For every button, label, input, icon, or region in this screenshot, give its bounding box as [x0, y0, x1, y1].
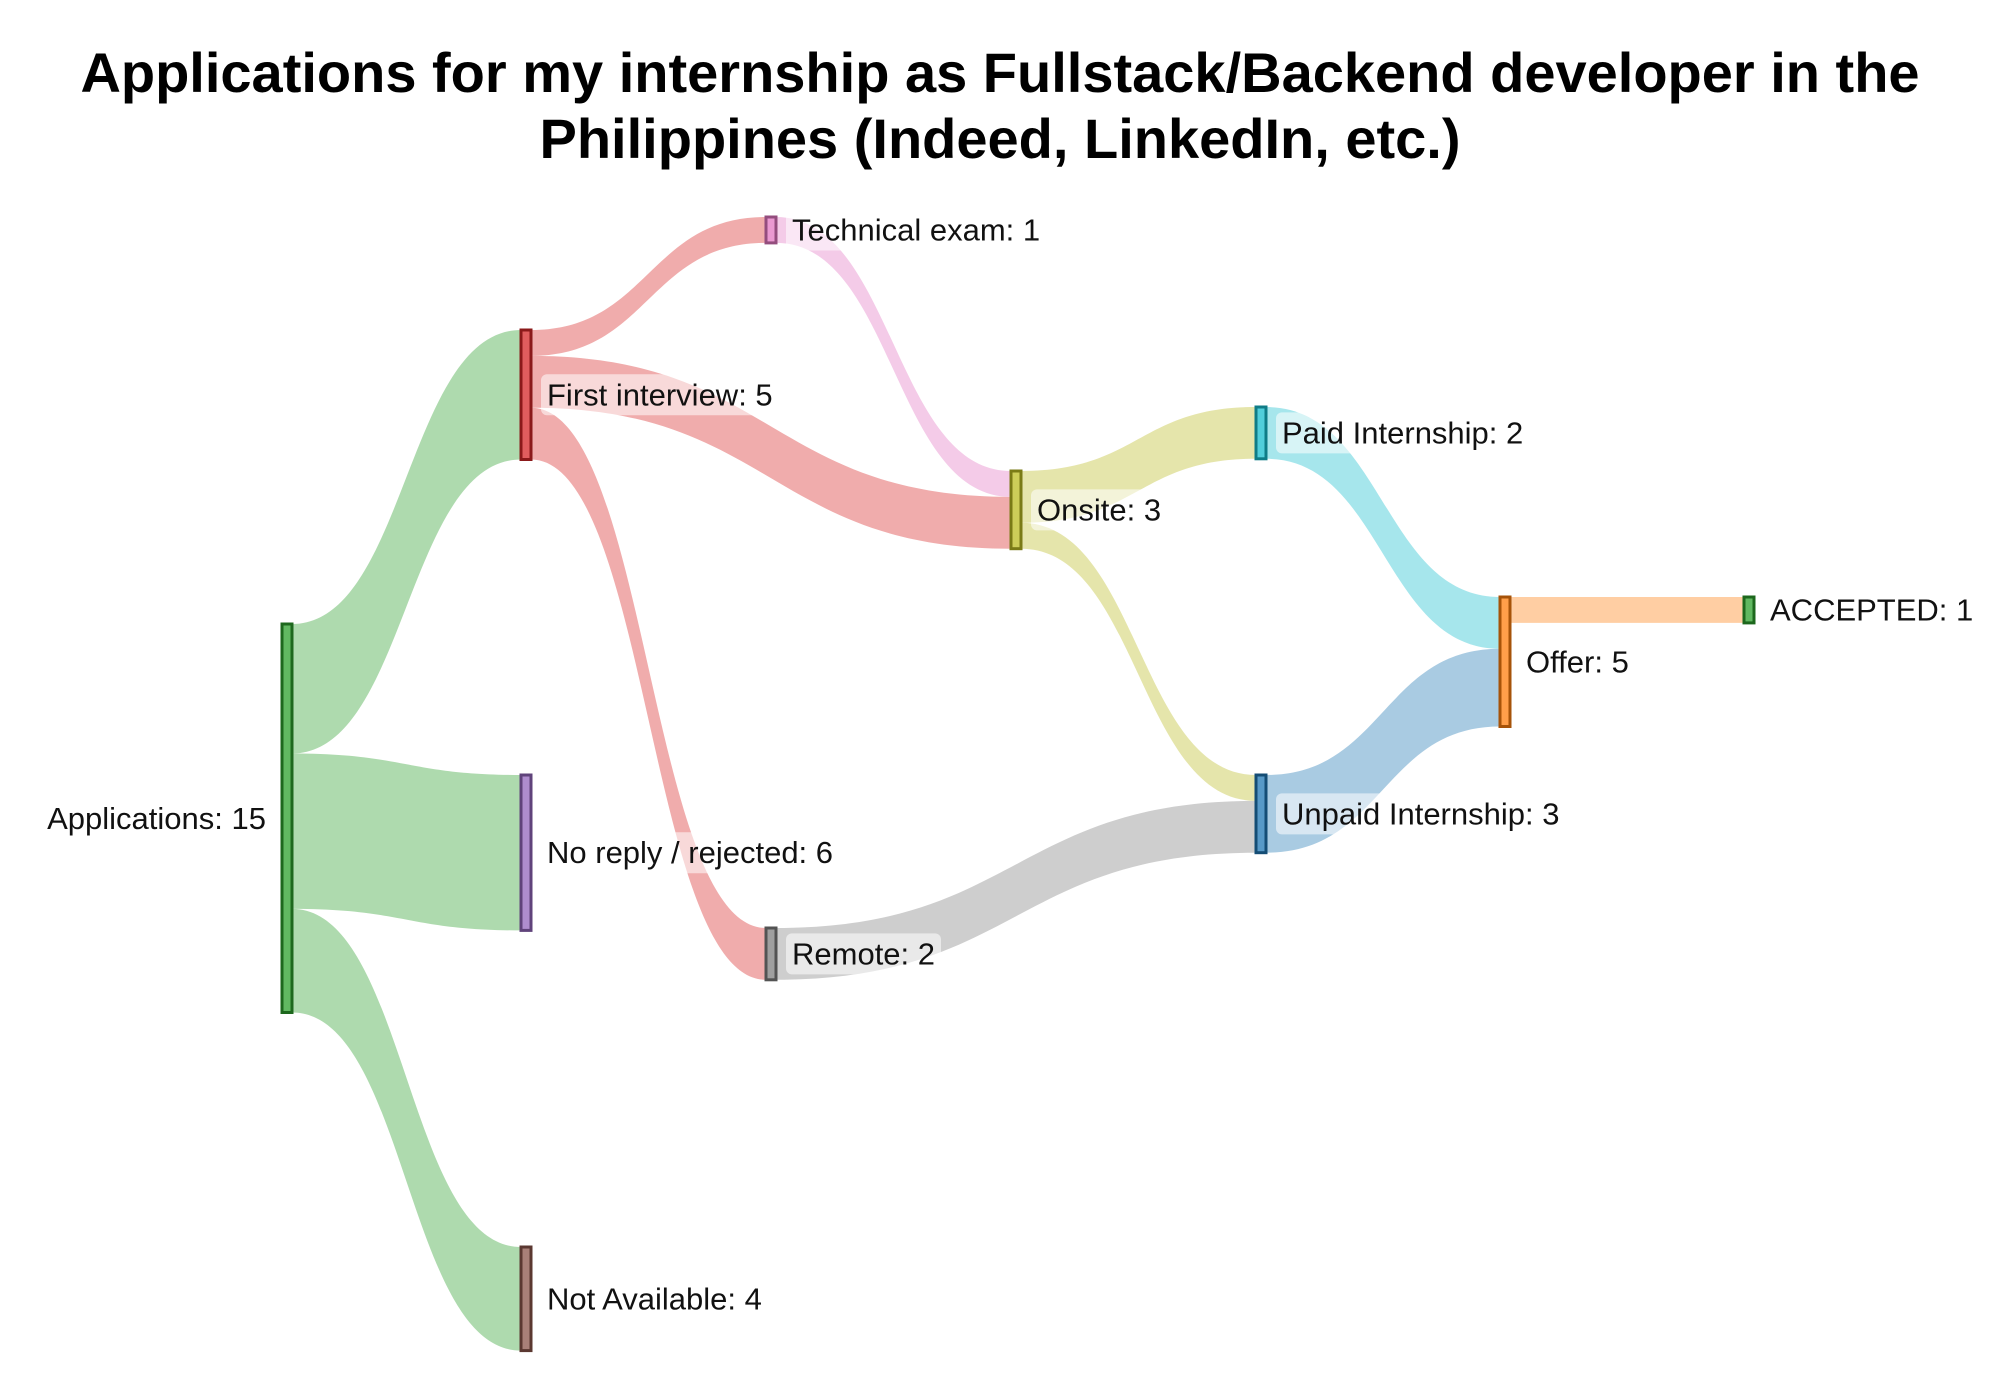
link-technical_exam-to-onsite: [776, 217, 1011, 497]
node-onsite[interactable]: [1009, 469, 1023, 551]
nodes-layer: [280, 215, 1756, 1353]
node-label-onsite: Onsite: 3: [1037, 492, 1161, 527]
link-onsite-to-unpaid_internship: [1021, 522, 1256, 801]
link-first_interview-to-technical_exam: [531, 217, 766, 356]
node-offer[interactable]: [1498, 595, 1512, 728]
node-label-bg-paid_internship: [1276, 412, 1530, 454]
node-applications[interactable]: [280, 622, 294, 1014]
node-label-bg-no_reply: [541, 832, 840, 874]
chart-title-line-1: Applications for my internship as Fullst…: [80, 41, 1920, 104]
node-not_available[interactable]: [519, 1245, 533, 1353]
node-label-remote: Remote: 2: [792, 936, 935, 971]
node-label-bg-technical_exam: [786, 209, 1047, 251]
node-label-bg-not_available: [541, 1278, 768, 1320]
chart-title-line-2: Philippines (Indeed, LinkedIn, etc.): [539, 107, 1461, 170]
link-applications-to-no_reply: [292, 753, 521, 931]
node-paid_internship[interactable]: [1254, 405, 1268, 461]
node-label-not_available: Not Available: 4: [547, 1281, 762, 1316]
node-label-bg-accepted: [1764, 589, 1980, 631]
node-label-unpaid_internship: Unpaid Internship: 3: [1282, 796, 1559, 831]
node-label-bg-onsite: [1031, 489, 1168, 531]
node-label-paid_internship: Paid Internship: 2: [1282, 415, 1523, 450]
node-label-technical_exam: Technical exam: 1: [792, 212, 1040, 247]
node-accepted[interactable]: [1742, 595, 1756, 625]
links-layer: [292, 217, 1744, 1351]
node-label-bg-unpaid_internship: [1276, 793, 1566, 835]
node-label-bg-offer: [1520, 641, 1635, 683]
node-label-applications: Applications: 15: [47, 801, 266, 836]
node-label-bg-first_interview: [541, 374, 779, 416]
node-first_interview[interactable]: [519, 328, 533, 461]
labels-layer: Applications: 15 First interview: 5 No rep…: [41, 209, 1980, 1320]
link-paid_internship-to-offer: [1266, 407, 1500, 649]
link-applications-to-not_available: [292, 908, 521, 1351]
node-label-no_reply: No reply / rejected: 6: [547, 835, 833, 870]
node-label-bg-remote: [786, 933, 942, 975]
node-unpaid_internship[interactable]: [1254, 773, 1268, 855]
link-applications-to-first_interview: [292, 330, 521, 754]
node-label-offer: Offer: 5: [1526, 644, 1629, 679]
link-offer-to-accepted: [1510, 597, 1744, 623]
node-label-bg-applications: [41, 797, 272, 839]
node-remote[interactable]: [764, 926, 778, 982]
node-no_reply[interactable]: [519, 773, 533, 932]
node-technical_exam[interactable]: [764, 215, 778, 245]
link-first_interview-to-remote: [531, 407, 766, 980]
node-label-accepted: ACCEPTED: 1: [1770, 592, 1973, 627]
chart-title: Applications for my internship as Fullst…: [0, 40, 2000, 172]
node-label-first_interview: First interview: 5: [547, 377, 773, 412]
